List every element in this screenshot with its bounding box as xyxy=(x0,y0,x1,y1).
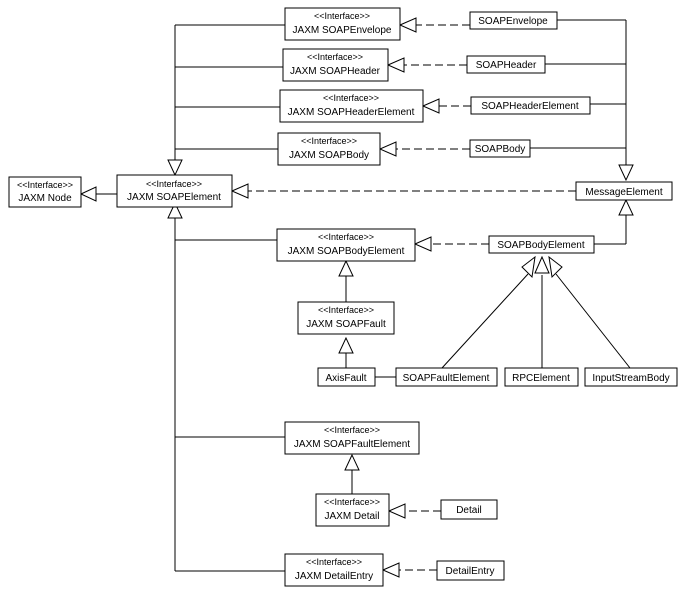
node-jaxm-node[interactable]: <<Interface>> JAXM Node xyxy=(8,176,82,208)
node-label: JAXM Node xyxy=(18,193,72,204)
node-jaxm-soap-body-element[interactable]: <<Interface>> JAXM SOAPBodyElement xyxy=(276,228,416,262)
node-label: JAXM SOAPEnvelope xyxy=(293,25,392,36)
node-axis-fault[interactable]: AxisFault xyxy=(317,367,376,387)
stereotype-label: <<Interface>> xyxy=(307,52,363,62)
generalization-arrowhead xyxy=(534,255,550,274)
node-jaxm-soap-element[interactable]: <<Interface>> JAXM SOAPElement xyxy=(116,174,233,208)
stereotype-label: <<Interface>> xyxy=(318,305,374,315)
node-detail-entry[interactable]: DetailEntry xyxy=(436,560,505,581)
realization-arrowhead xyxy=(421,98,440,114)
node-soap-fault-element[interactable]: SOAPFaultElement xyxy=(395,367,498,387)
stereotype-label: <<Interface>> xyxy=(324,425,380,435)
node-label: JAXM SOAPBodyElement xyxy=(288,246,405,257)
stereotype-label: <<Interface>> xyxy=(146,179,202,189)
node-label: JAXM SOAPHeader xyxy=(290,66,381,77)
stereotype-label: <<Interface>> xyxy=(17,180,73,190)
node-label: SOAPBody xyxy=(475,144,526,155)
generalization-arrowhead xyxy=(618,198,634,216)
node-label: JAXM SOAPBody xyxy=(289,150,369,161)
realization-arrowhead xyxy=(398,17,417,33)
node-label: SOAPEnvelope xyxy=(478,16,548,27)
node-soap-header-element[interactable]: SOAPHeaderElement xyxy=(470,96,591,115)
node-input-stream-body[interactable]: InputStreamBody xyxy=(584,367,678,387)
node-label: RPCElement xyxy=(512,373,570,384)
stereotype-label: <<Interface>> xyxy=(301,136,357,146)
generalization-arrowhead xyxy=(521,255,536,279)
realization-arrowhead xyxy=(413,236,432,252)
generalization-arrowhead xyxy=(338,259,354,277)
node-label: Detail xyxy=(456,505,482,516)
stereotype-label: <<Interface>> xyxy=(314,11,370,21)
generalization-arrowhead xyxy=(167,201,183,219)
node-label: SOAPBodyElement xyxy=(497,240,584,251)
realization-arrowhead xyxy=(378,141,397,157)
node-label: JAXM SOAPFault xyxy=(306,319,386,330)
node-soap-body-element[interactable]: SOAPBodyElement xyxy=(488,235,595,254)
stereotype-label: <<Interface>> xyxy=(324,497,380,507)
node-jaxm-soap-fault-element[interactable]: <<Interface>> JAXM SOAPFaultElement xyxy=(284,421,420,455)
generalization-arrowhead xyxy=(548,255,563,279)
node-message-element[interactable]: MessageElement xyxy=(575,181,673,201)
generalization-arrowhead xyxy=(167,159,183,177)
node-rpc-element[interactable]: RPCElement xyxy=(504,367,579,387)
node-jaxm-soap-fault[interactable]: <<Interface>> JAXM SOAPFault xyxy=(297,301,395,335)
node-label: JAXM SOAPElement xyxy=(127,192,221,203)
node-soap-header[interactable]: SOAPHeader xyxy=(466,55,546,74)
realization-arrowhead xyxy=(381,562,400,578)
generalization-arrowhead xyxy=(344,453,360,471)
connectors xyxy=(79,17,634,578)
node-label: SOAPFaultElement xyxy=(403,373,490,384)
generalization-arrowhead xyxy=(79,186,97,202)
node-jaxm-detail-entry[interactable]: <<Interface>> JAXM DetailEntry xyxy=(284,553,384,587)
node-label: InputStreamBody xyxy=(592,373,669,384)
node-detail[interactable]: Detail xyxy=(440,499,498,520)
node-label: JAXM Detail xyxy=(324,511,379,522)
realization-arrowhead xyxy=(386,57,405,73)
node-jaxm-soap-envelope[interactable]: <<Interface>> JAXM SOAPEnvelope xyxy=(284,7,401,41)
node-label: SOAPHeaderElement xyxy=(481,101,578,112)
node-label: JAXM SOAPHeaderElement xyxy=(288,107,415,118)
node-jaxm-detail[interactable]: <<Interface>> JAXM Detail xyxy=(315,493,390,527)
stereotype-label: <<Interface>> xyxy=(318,232,374,242)
stereotype-label: <<Interface>> xyxy=(306,557,362,567)
node-label: JAXM SOAPFaultElement xyxy=(294,439,410,450)
node-label: MessageElement xyxy=(585,187,662,198)
generalization-arrowhead xyxy=(338,336,354,354)
node-label: AxisFault xyxy=(325,373,366,384)
node-label: SOAPHeader xyxy=(476,60,537,71)
node-jaxm-soap-header-element[interactable]: <<Interface>> JAXM SOAPHeaderElement xyxy=(279,89,424,123)
realization-arrowhead xyxy=(387,503,406,519)
realization-arrowhead xyxy=(230,183,249,199)
generalization-arrowhead xyxy=(618,164,634,182)
node-soap-envelope[interactable]: SOAPEnvelope xyxy=(469,11,558,30)
node-jaxm-soap-header[interactable]: <<Interface>> JAXM SOAPHeader xyxy=(282,48,389,82)
node-jaxm-soap-body[interactable]: <<Interface>> JAXM SOAPBody xyxy=(277,132,381,166)
node-label: DetailEntry xyxy=(446,566,495,577)
node-soap-body[interactable]: SOAPBody xyxy=(469,139,531,158)
stereotype-label: <<Interface>> xyxy=(323,93,379,103)
nodes: <<Interface>> JAXM Node <<Interface>> JA… xyxy=(8,7,678,587)
node-label: JAXM DetailEntry xyxy=(295,571,373,582)
